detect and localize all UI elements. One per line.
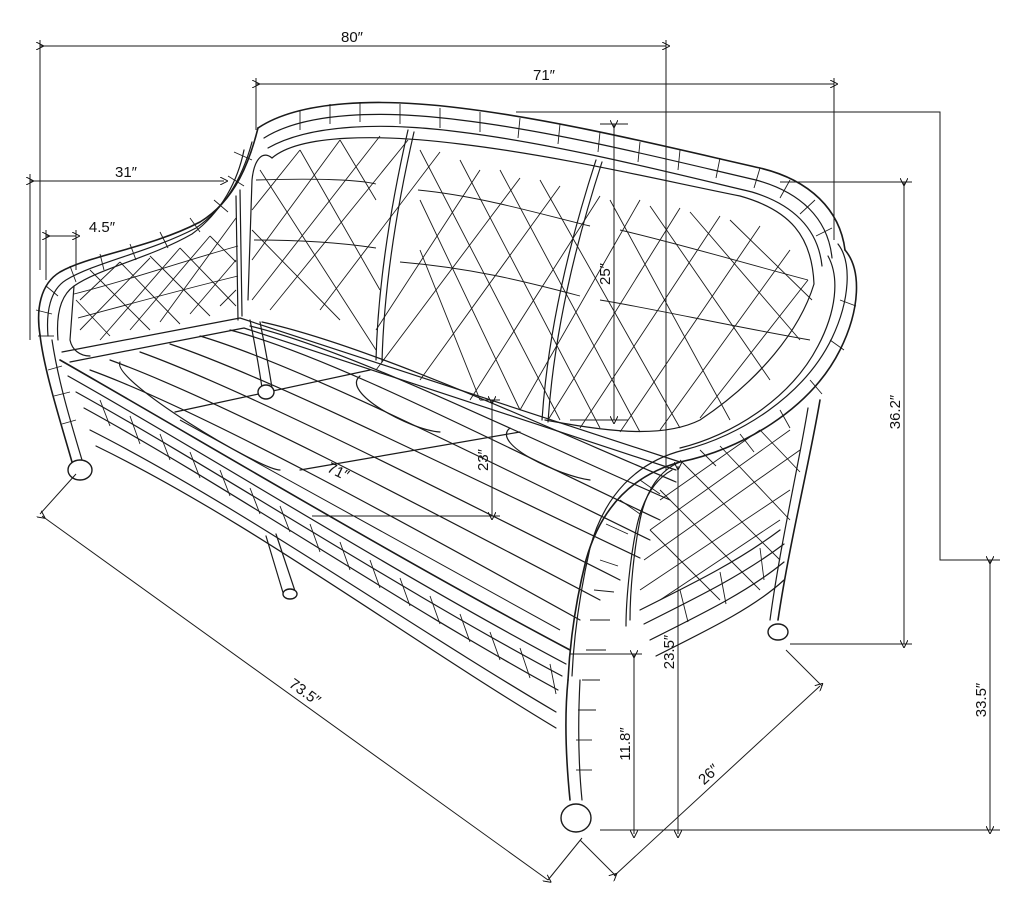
- dim-arm-depth: 31″: [115, 164, 138, 181]
- dim-seat-depth-inner: 23″: [475, 448, 492, 471]
- dim-seat-height-frame: 11.8″: [617, 727, 634, 761]
- dim-seat-width-inner: 71″: [324, 459, 352, 484]
- arm-lattice: [73, 217, 801, 601]
- wrap-marks: [35, 102, 857, 771]
- dim-arm-width: 4.5″: [89, 219, 116, 236]
- sofa-outline: [37, 101, 858, 833]
- dim-overall-height: 33.5″: [973, 682, 990, 717]
- dim-overall-width: 80″: [341, 29, 364, 46]
- dim-back-height: 36.2″: [887, 394, 904, 429]
- dimension-labels: 80″ 71″ 31″ 4.5″ 25″ 71″ 23″ 36.2″ 33.5″…: [89, 29, 990, 788]
- dim-seat-width-top: 71″: [533, 67, 556, 84]
- dim-seat-height-total: 23.5″: [661, 634, 678, 669]
- back-lattice: [251, 135, 813, 433]
- dim-overall-depth: 26″: [695, 761, 723, 789]
- dim-back-cushion-height: 25″: [597, 262, 614, 285]
- dimension-lines: [30, 40, 1000, 880]
